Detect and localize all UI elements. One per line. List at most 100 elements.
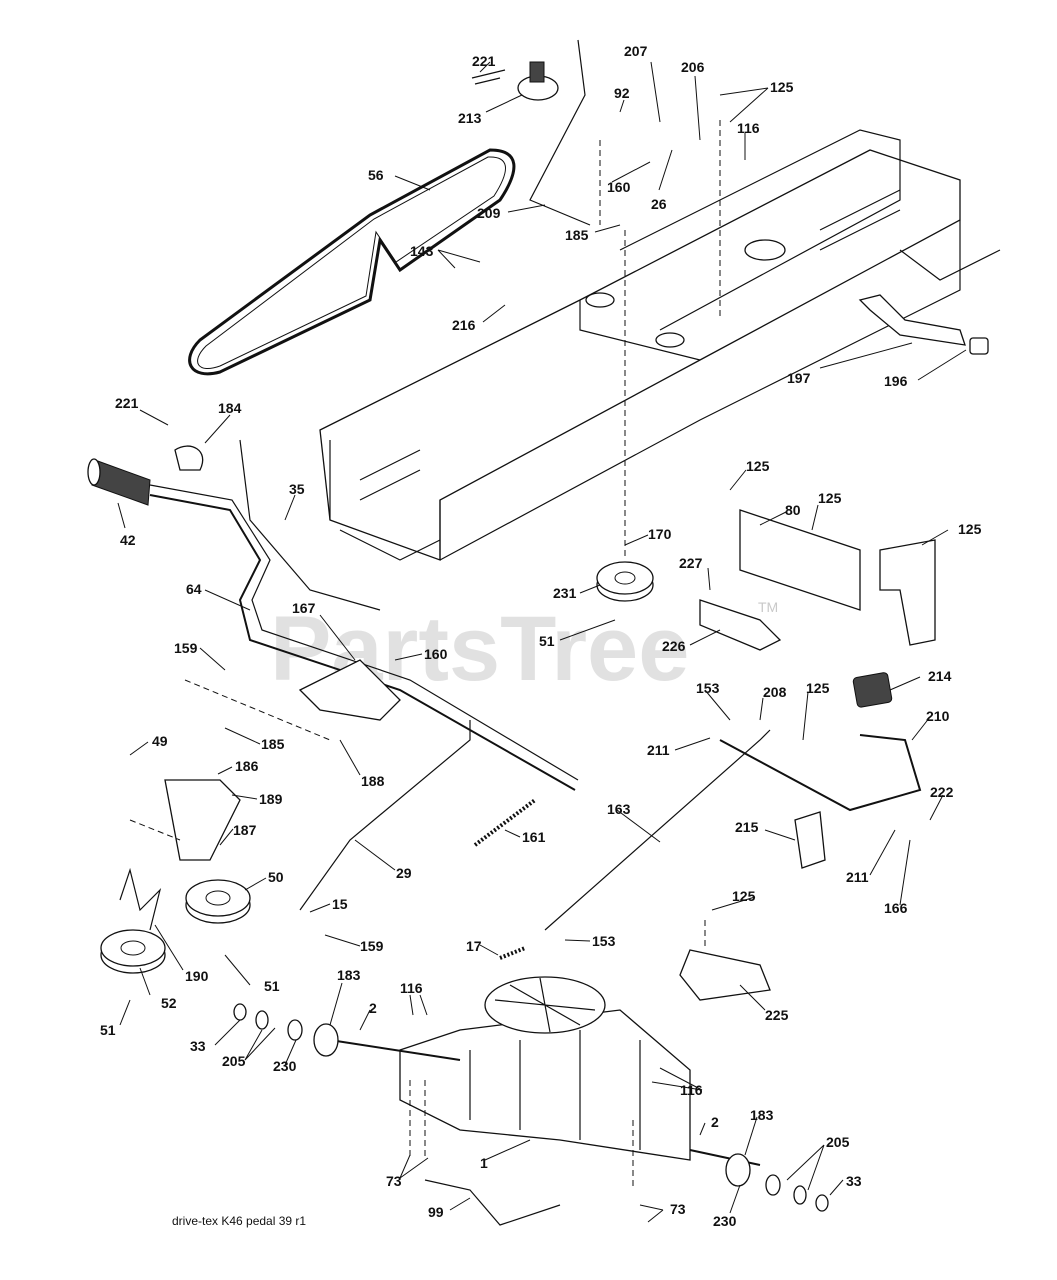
spring-161 — [473, 798, 537, 847]
callout-125: 125 — [958, 521, 982, 537]
callout-159: 159 — [360, 938, 384, 954]
callout-15: 15 — [332, 896, 348, 912]
callout-161: 161 — [522, 829, 546, 845]
callout-226: 226 — [662, 638, 686, 654]
callout-185: 185 — [565, 227, 589, 243]
callout-221: 221 — [472, 53, 496, 69]
washer-stack-left — [233, 1003, 339, 1057]
washer-stack-right — [725, 1153, 829, 1212]
callout-163: 163 — [607, 801, 631, 817]
bracket-215 — [794, 811, 826, 869]
pulley-52 — [100, 929, 166, 974]
callout-160: 160 — [424, 646, 448, 662]
bracket-right-125 — [879, 539, 936, 646]
callout-153: 153 — [696, 680, 720, 696]
callout-125: 125 — [746, 458, 770, 474]
callout-2: 2 — [369, 1000, 377, 1016]
callout-215: 215 — [735, 819, 759, 835]
callout-159: 159 — [174, 640, 198, 656]
callout-205: 205 — [222, 1053, 246, 1069]
leader-lines — [117, 61, 967, 1223]
callout-209: 209 — [477, 205, 501, 221]
callout-184: 184 — [218, 400, 242, 416]
callout-170: 170 — [648, 526, 672, 542]
shaft-210 — [719, 734, 922, 812]
knob-196 — [969, 337, 989, 355]
rod-163 — [544, 729, 771, 931]
callout-42: 42 — [120, 532, 136, 548]
callout-50: 50 — [268, 869, 284, 885]
callout-116: 116 — [400, 980, 423, 996]
callout-185: 185 — [261, 736, 285, 752]
callout-186: 186 — [235, 758, 259, 774]
callout-73: 73 — [670, 1201, 686, 1217]
callout-210: 210 — [926, 708, 950, 724]
callout-2: 2 — [711, 1114, 719, 1130]
rod-35 — [239, 439, 381, 611]
callout-33: 33 — [846, 1173, 862, 1189]
shaft-64 — [149, 494, 576, 791]
callout-216: 216 — [452, 317, 476, 333]
callout-92: 92 — [614, 85, 630, 101]
callout-222: 222 — [930, 784, 954, 800]
cap-213 — [517, 61, 559, 101]
callout-211: 211 — [846, 869, 869, 885]
callout-29: 29 — [396, 865, 412, 881]
callout-116: 116 — [737, 120, 760, 136]
clip-221-top — [471, 69, 506, 85]
callout-213: 213 — [458, 110, 482, 126]
callout-225: 225 — [765, 1007, 789, 1023]
callouts: 221 213 207 206 125 92 116 160 26 56 209… — [100, 43, 982, 1229]
callout-73: 73 — [386, 1173, 402, 1189]
watermark-trademark: TM — [758, 599, 778, 615]
callout-17: 17 — [466, 938, 482, 954]
grip-42 — [87, 458, 151, 506]
callout-166: 166 — [884, 900, 908, 916]
callout-207: 207 — [624, 43, 648, 59]
callout-49: 49 — [152, 733, 168, 749]
callout-1: 1 — [480, 1155, 488, 1171]
callout-230: 230 — [273, 1058, 297, 1074]
diagram-caption: drive-tex K46 pedal 39 r1 — [172, 1214, 306, 1228]
callout-227: 227 — [679, 555, 703, 571]
assembly-lines — [129, 120, 721, 1190]
callout-206: 206 — [681, 59, 705, 75]
callout-125: 125 — [818, 490, 842, 506]
callout-52: 52 — [161, 995, 177, 1011]
callout-125: 125 — [732, 888, 756, 904]
callout-190: 190 — [185, 968, 209, 984]
transaxle-1 — [329, 976, 761, 1166]
callout-99: 99 — [428, 1204, 444, 1220]
callout-125: 125 — [770, 79, 794, 95]
callout-51: 51 — [100, 1022, 116, 1038]
callout-183: 183 — [337, 967, 361, 983]
bracket-225 — [679, 949, 771, 1001]
callout-214: 214 — [928, 668, 952, 684]
callout-80: 80 — [785, 502, 801, 518]
callout-231: 231 — [553, 585, 577, 601]
cap-184 — [174, 445, 204, 471]
callout-211: 211 — [647, 742, 670, 758]
callout-189: 189 — [259, 791, 283, 807]
callout-187: 187 — [233, 822, 257, 838]
pulley-50 — [185, 879, 251, 924]
callout-230: 230 — [713, 1213, 737, 1229]
callout-33: 33 — [190, 1038, 206, 1054]
callout-143: 143 — [410, 243, 434, 259]
rod-209 — [529, 39, 591, 226]
callout-221: 221 — [115, 395, 139, 411]
callout-51: 51 — [539, 633, 555, 649]
callout-205: 205 — [826, 1134, 850, 1150]
bracket-80 — [739, 509, 861, 611]
spring-17 — [499, 946, 526, 960]
callout-208: 208 — [763, 684, 787, 700]
chassis-frame — [319, 129, 1001, 561]
callout-116: 116 — [680, 1082, 703, 1098]
callout-35: 35 — [289, 481, 305, 497]
rod-99 — [424, 1179, 561, 1226]
bracket-226 — [699, 599, 782, 651]
callout-160: 160 — [607, 179, 631, 195]
callout-167: 167 — [292, 600, 316, 616]
pedal-214 — [852, 672, 893, 708]
